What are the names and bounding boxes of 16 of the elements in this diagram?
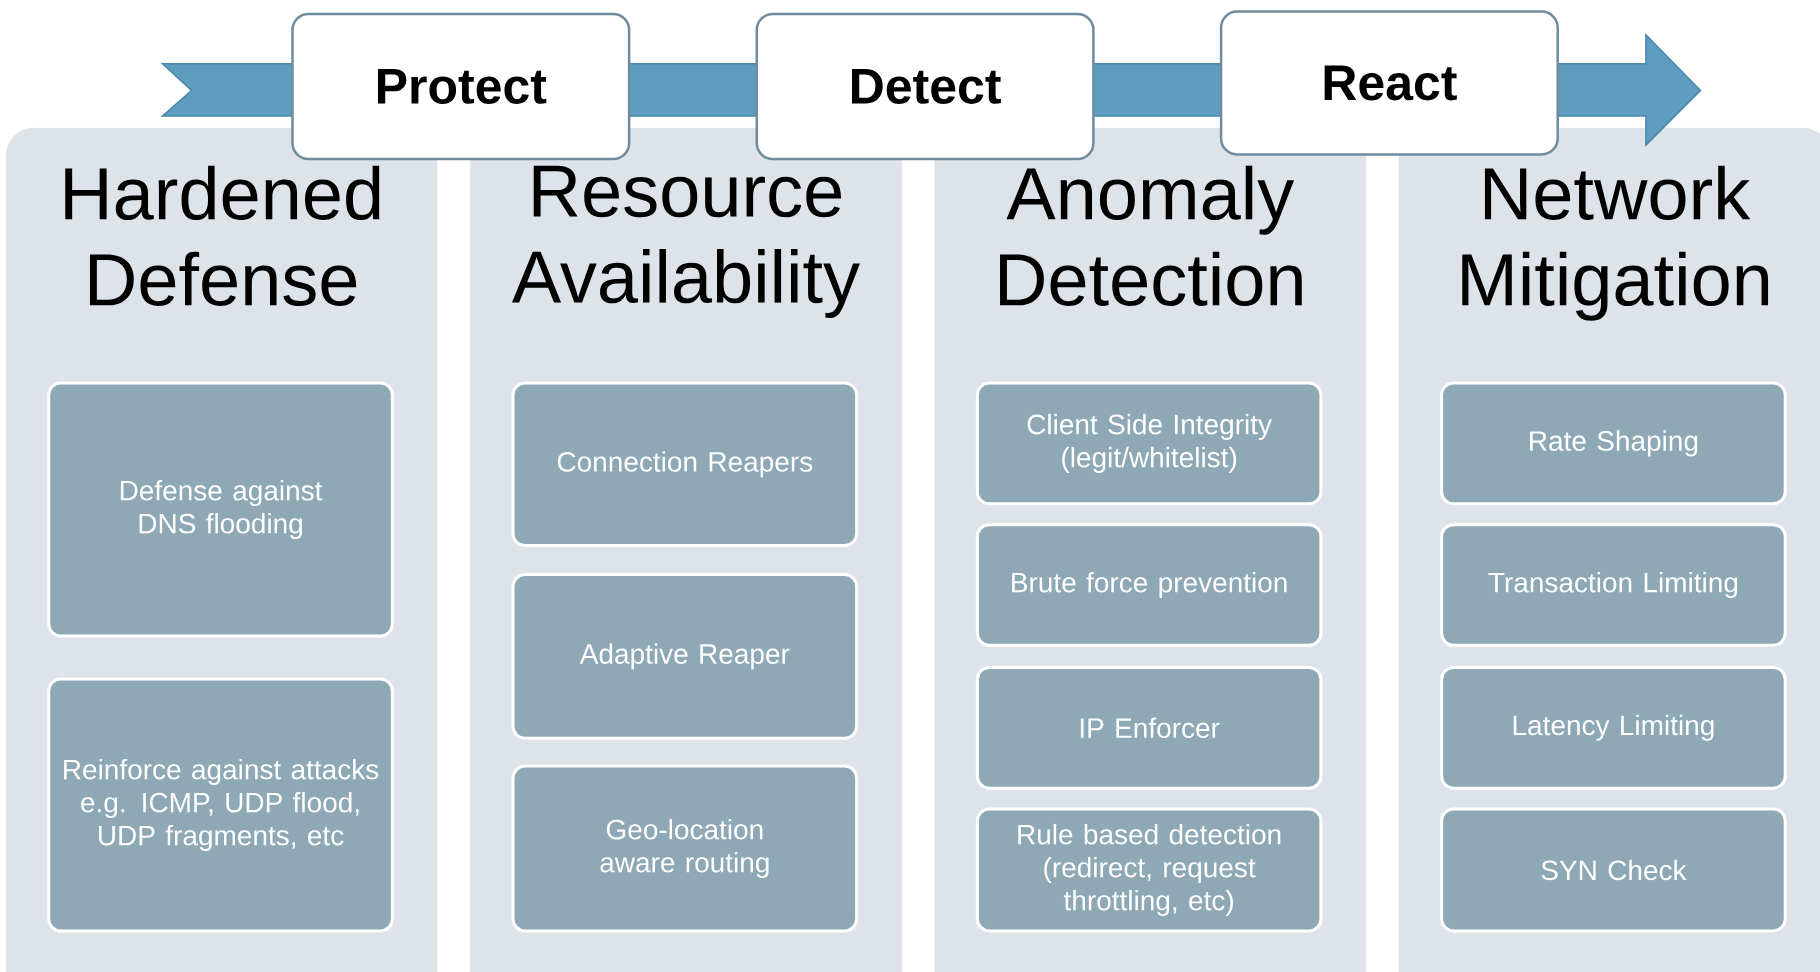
feature-box: Adaptive Reaper [511,573,859,740]
phase-tab: React [1219,10,1559,156]
feature-box: Defense against DNS flooding [47,381,394,638]
feature-box: Brute force prevention [975,523,1323,647]
feature-box: Transaction Limiting [1440,523,1787,647]
feature-box: IP Enforcer [975,665,1323,790]
feature-box: Rate Shaping [1440,381,1787,506]
feature-box: SYN Check [1440,807,1787,933]
feature-box: Client Side Integrity (legit/whitelist) [975,381,1323,506]
feature-box: Connection Reapers [511,381,859,548]
phase-tab: Detect [755,12,1095,161]
feature-box: Geo-location aware routing [511,764,859,933]
feature-box: Latency Limiting [1440,665,1787,790]
phase-tab: Protect [291,12,631,161]
feature-box: Rule based detection (redirect, request throttling, etc) [975,807,1323,933]
feature-box: Reinforce against attacks e.g. ICMP, UDP flood, UDP fragments, etc [47,677,394,933]
